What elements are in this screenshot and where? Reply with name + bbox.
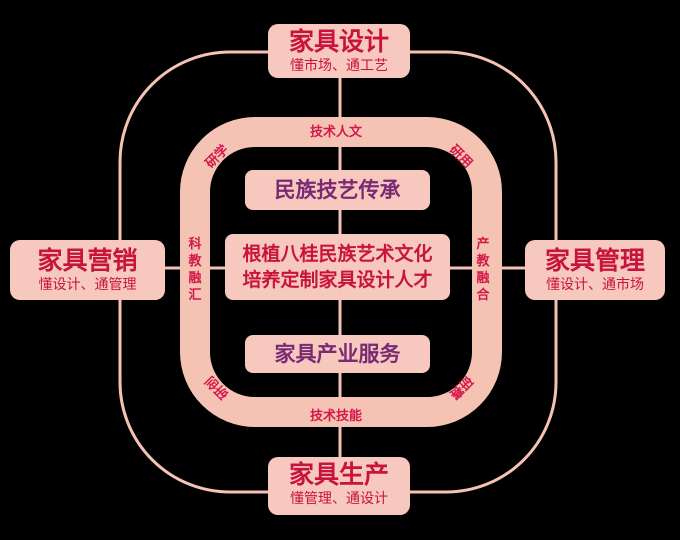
- node-subtitle: 懂市场、通工艺: [290, 58, 388, 74]
- ring-label-top: 技术人文: [310, 125, 363, 140]
- node-subtitle: 懂管理、通设计: [290, 491, 388, 507]
- node-design: 家具设计 懂市场、通工艺: [268, 24, 410, 78]
- node-title: 家具设计: [288, 27, 389, 56]
- core-line-1: 根植八桂民族艺术文化: [242, 243, 433, 265]
- node-title: 家具生产: [288, 460, 389, 489]
- node-management: 家具管理 懂设计、通市场: [525, 240, 665, 300]
- node-marketing: 家具营销 懂设计、通管理: [10, 240, 165, 300]
- node-subtitle: 懂设计、通市场: [546, 277, 644, 293]
- core-box: 根植八桂民族艺术文化 培养定制家具设计人才: [225, 234, 450, 300]
- node-subtitle: 懂设计、通管理: [38, 277, 137, 293]
- core-line-2: 培养定制家具设计人才: [242, 269, 433, 291]
- node-title: 家具管理: [544, 246, 645, 275]
- ring-label-left: 科教融汇: [188, 237, 202, 303]
- service-box: 家具产业服务: [245, 335, 430, 373]
- heritage-box: 民族技艺传承: [245, 170, 430, 210]
- node-production: 家具生产 懂管理、通设计: [268, 457, 410, 515]
- node-title: 家具营销: [37, 246, 138, 275]
- ring-label-bottom: 技术技能: [310, 409, 363, 424]
- inner-band: [180, 117, 502, 427]
- ring-label-right: 产教融合: [476, 237, 490, 303]
